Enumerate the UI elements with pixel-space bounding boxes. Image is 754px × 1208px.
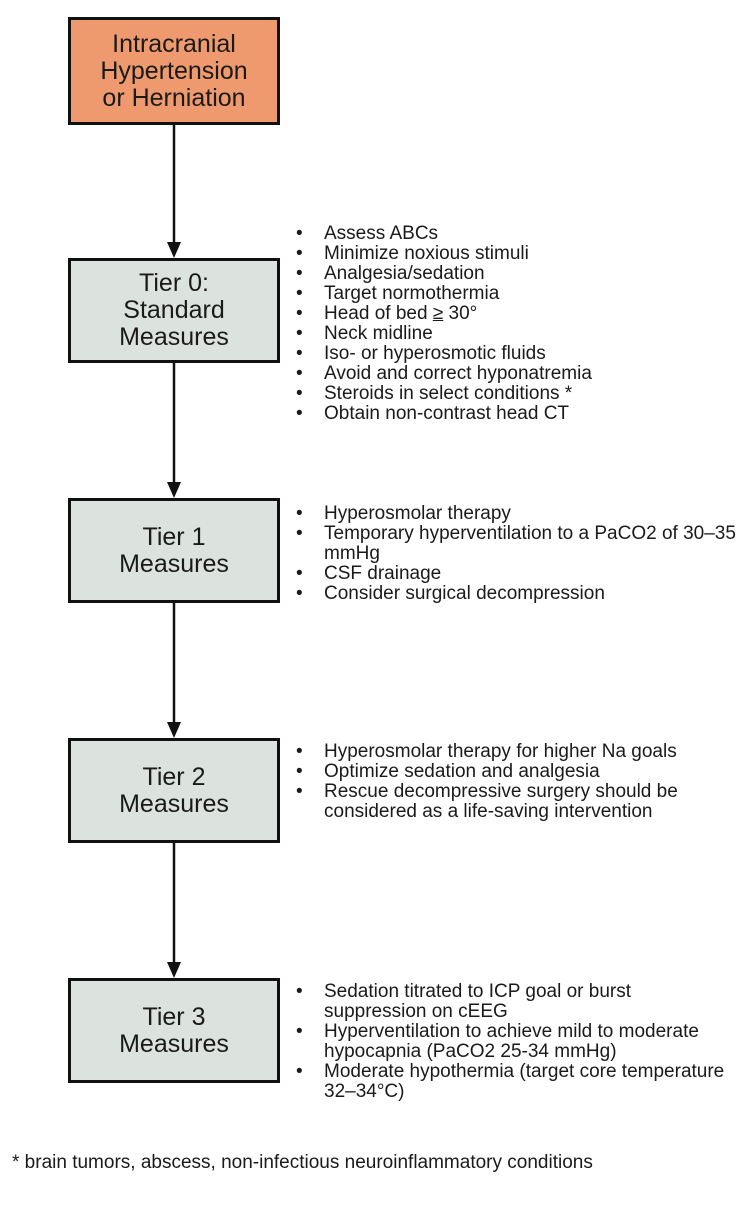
arrow-tier1-to-tier2 bbox=[167, 603, 181, 738]
tier-3-line-1: Tier 3 bbox=[142, 1002, 206, 1031]
tier-1-line-1: Tier 1 bbox=[142, 522, 206, 551]
list-item: Hyperosmolar therapy for higher Na goals bbox=[292, 742, 737, 763]
intracranial-hypertension-box: Intracranial Hypertension or Herniation bbox=[68, 17, 280, 125]
tier-1-line-2: Measures bbox=[119, 549, 229, 578]
list-item: Sedation titrated to ICP goal or burst s… bbox=[292, 982, 737, 1022]
list-item: Steroids in select conditions * bbox=[292, 384, 737, 405]
arrow-tier0-to-tier1 bbox=[167, 363, 181, 498]
tier-3-measures-list: Sedation titrated to ICP goal or burst s… bbox=[292, 982, 737, 1102]
list-item: Hyperosmolar therapy bbox=[292, 504, 737, 525]
list-item: Hyperventilation to achieve mild to mode… bbox=[292, 1022, 737, 1062]
list-item: Target normothermia bbox=[292, 284, 737, 305]
tier-2-measures-list: Hyperosmolar therapy for higher Na goals… bbox=[292, 742, 737, 822]
list-item: Avoid and correct hyponatremia bbox=[292, 364, 737, 385]
tier-3-line-2: Measures bbox=[119, 1029, 229, 1058]
tier-0-line-2: Standard bbox=[123, 296, 225, 324]
tier-0-measures-list: Assess ABCs Minimize noxious stimuli Ana… bbox=[292, 224, 737, 425]
tier-0-line-3: Measures bbox=[119, 323, 229, 351]
tier-2-line-2: Measures bbox=[119, 789, 229, 818]
list-item: Assess ABCs bbox=[292, 224, 737, 245]
list-item: Analgesia/sedation bbox=[292, 264, 737, 285]
list-item: Iso- or hyperosmotic fluids bbox=[292, 344, 737, 365]
list-item: Optimize sedation and analgesia bbox=[292, 762, 737, 783]
list-item: Temporary hyperventilation to a PaCO2 of… bbox=[292, 524, 737, 564]
top-box-line-3: or Herniation bbox=[102, 83, 246, 112]
tier-0-line-1: Tier 0: bbox=[139, 269, 209, 297]
list-item-head-of-bed: Head of bed ≥ 30° bbox=[292, 303, 737, 325]
arrow-top-to-tier0 bbox=[167, 125, 181, 258]
tier-3-box: Tier 3 Measures bbox=[68, 978, 280, 1083]
tier-0-box: Tier 0: Standard Measures bbox=[68, 258, 280, 363]
top-box-line-2: Hypertension bbox=[100, 56, 248, 85]
top-box-line-1: Intracranial bbox=[112, 29, 236, 58]
footnote: * brain tumors, abscess, non-infectious … bbox=[12, 1152, 593, 1173]
list-item: Minimize noxious stimuli bbox=[292, 244, 737, 265]
head-of-bed-value: 30° bbox=[448, 303, 478, 324]
list-item: Neck midline bbox=[292, 324, 737, 345]
list-item: Moderate hypothermia (target core temper… bbox=[292, 1062, 737, 1102]
tier-1-box: Tier 1 Measures bbox=[68, 498, 280, 603]
tier-1-measures-list: Hyperosmolar therapy Temporary hypervent… bbox=[292, 504, 737, 605]
greater-equal-symbol: ≥ bbox=[432, 303, 444, 324]
list-item: Rescue decompressive surgery should be c… bbox=[292, 782, 737, 822]
arrow-tier2-to-tier3 bbox=[167, 843, 181, 978]
list-item: Obtain non-contrast head CT bbox=[292, 404, 737, 425]
list-item: Consider surgical decompression bbox=[292, 584, 737, 605]
list-item: CSF drainage bbox=[292, 564, 737, 585]
tier-2-line-1: Tier 2 bbox=[142, 762, 206, 791]
head-of-bed-label: Head of bed bbox=[324, 303, 428, 324]
tier-2-box: Tier 2 Measures bbox=[68, 738, 280, 843]
